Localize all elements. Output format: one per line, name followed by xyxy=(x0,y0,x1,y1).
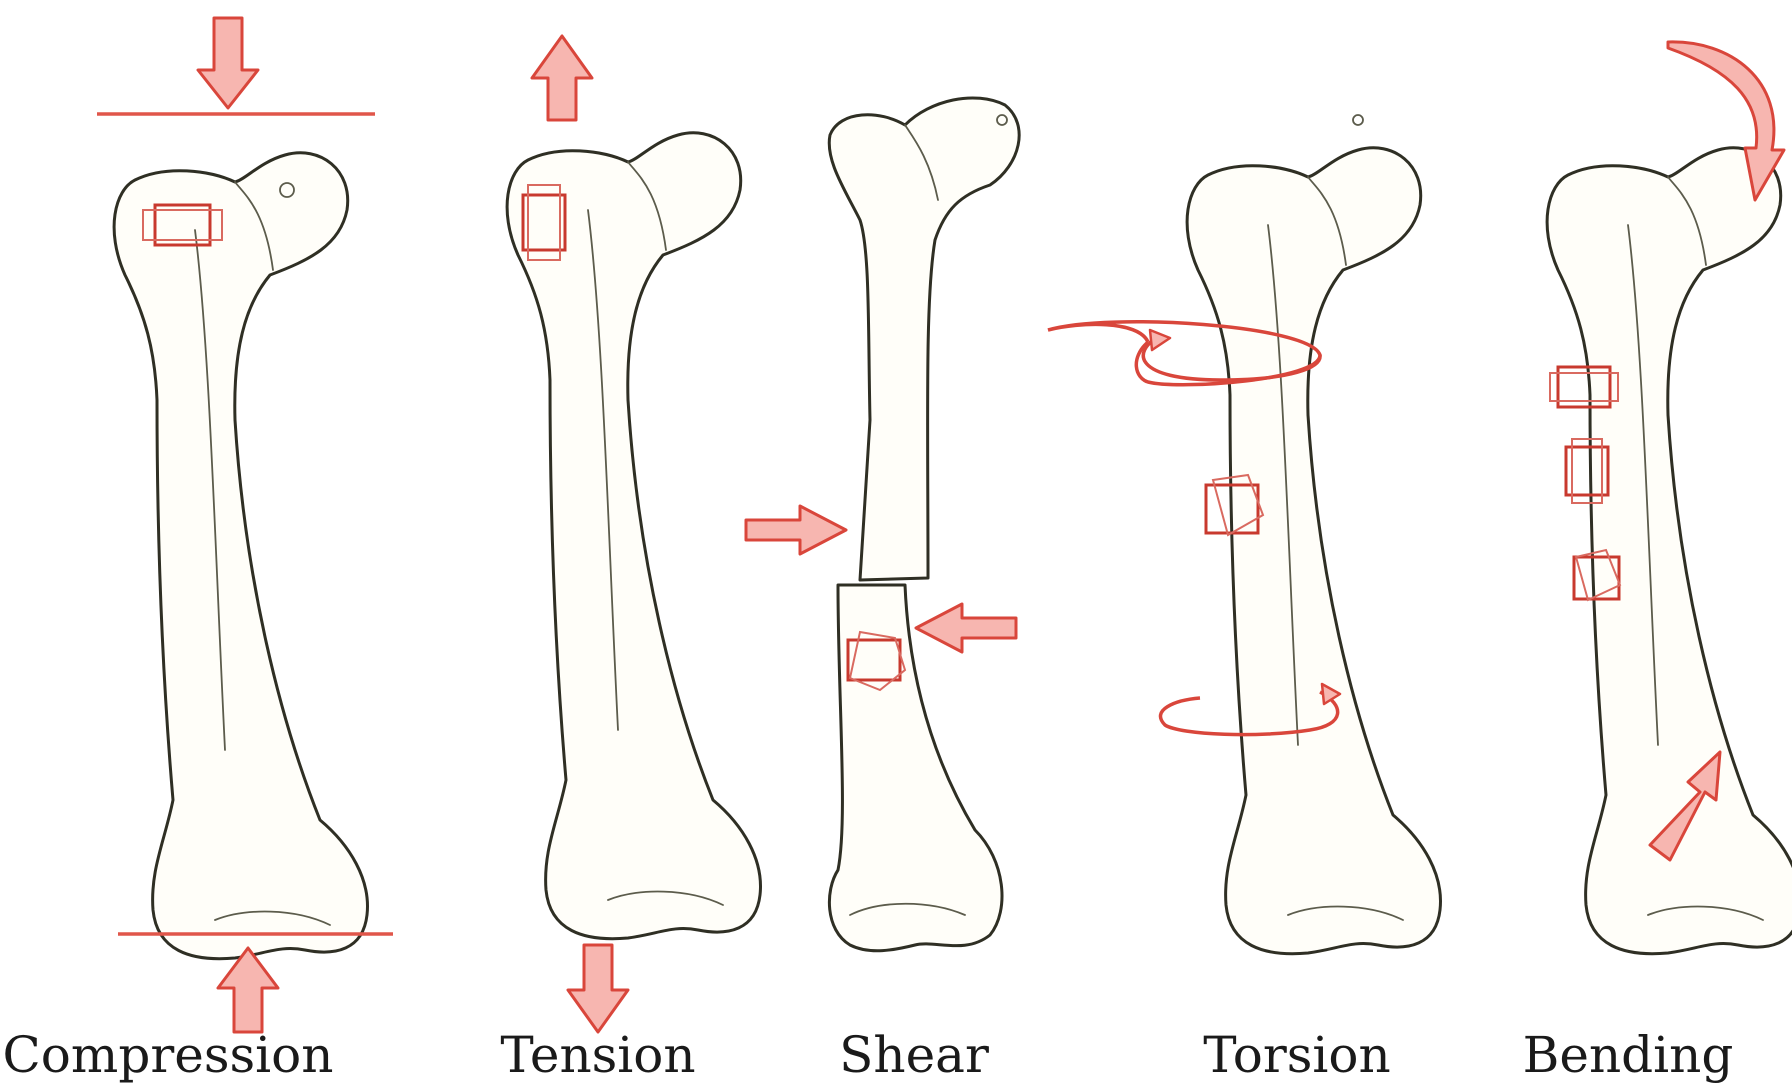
femur-bone xyxy=(114,153,367,959)
femur-upper-fragment xyxy=(829,98,1019,580)
arrow-right-icon xyxy=(746,506,846,554)
panel-compression xyxy=(114,153,367,959)
caption-tension: Tension xyxy=(500,1026,695,1084)
arrow-down-icon xyxy=(198,18,258,108)
caption-shear: Shear xyxy=(839,1026,989,1084)
arrow-up-icon xyxy=(532,36,592,120)
arrow-left-icon xyxy=(916,604,1016,652)
caption-torsion: Torsion xyxy=(1203,1026,1390,1084)
arrow-down-icon xyxy=(568,945,628,1032)
panel-torsion xyxy=(1187,115,1440,954)
femur-bone xyxy=(507,133,760,939)
stress-element-square-middle xyxy=(1566,439,1608,503)
arrow-up-icon xyxy=(218,948,278,1032)
caption-compression: Compression xyxy=(3,1026,334,1084)
femur-bone xyxy=(1187,148,1440,954)
panel-tension xyxy=(507,133,760,939)
panel-shear xyxy=(829,98,1019,951)
caption-bending: Bending xyxy=(1523,1026,1734,1084)
